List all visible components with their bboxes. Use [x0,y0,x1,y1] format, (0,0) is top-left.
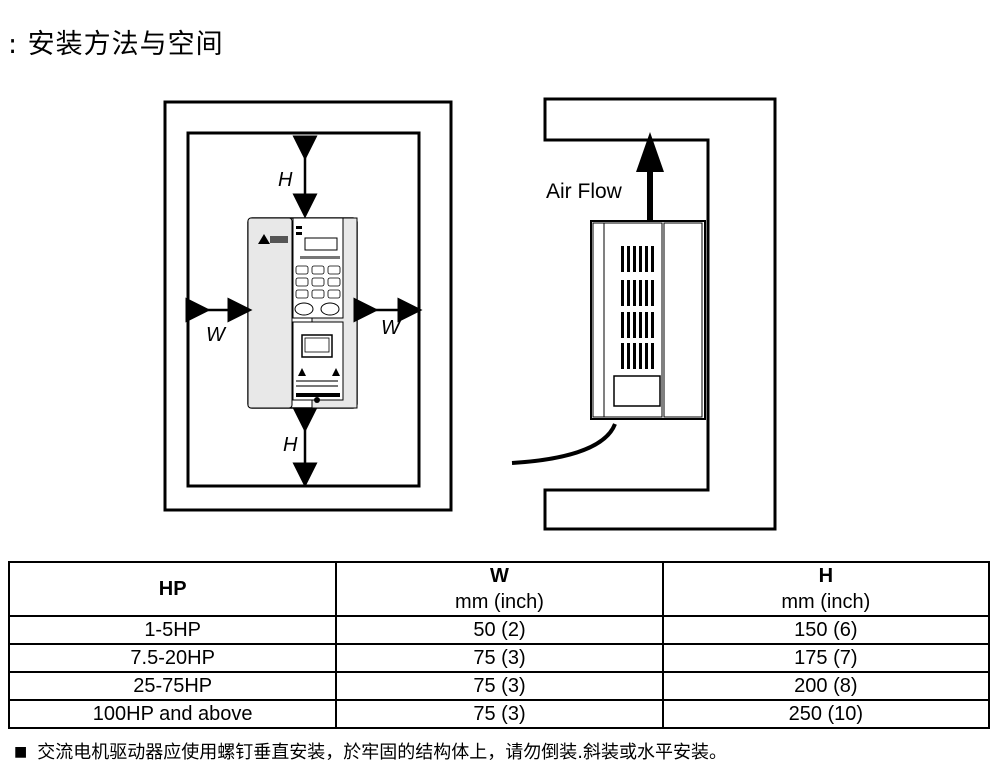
drive-side-view [590,220,706,420]
label-h-top: H [278,169,293,191]
keypad-buttons [295,265,341,299]
brand-logo-icon [258,234,270,244]
installation-note: ■ 交流电机驱动器应使用螺钉垂直安装，於牢固的结构体上，请勿倒装.斜装或水平安装。 [14,738,727,764]
label-w-right: W [381,317,402,339]
header-h: H mm (inch) [661,561,991,617]
cabinet-outer-frame [163,100,453,512]
header-w: W mm (inch) [335,561,664,617]
bullet-icon: ■ [14,744,28,760]
cell-h: 200 (8) [661,671,991,701]
header-hp: HP [7,561,338,617]
label-w-left: W [206,324,227,346]
cabinet-wall [543,97,777,531]
cell-hp: 100HP and above [7,699,338,729]
clearance-spec-table: HP W mm (inch) H mm (inch) 1-5HP 50 (2) … [7,561,991,729]
table-row: 1-5HP 50 (2) 150 (6) [7,615,991,645]
airflow-arrow-head [636,132,664,172]
installation-diagram: H H W W Air Flow [163,97,777,531]
cell-h: 250 (10) [661,699,991,729]
cell-hp: 1-5HP [7,615,338,645]
power-cable [511,423,617,465]
cell-w: 75 (3) [335,671,664,701]
cell-w: 75 (3) [335,643,664,673]
side-airflow-diagram: Air Flow [511,97,777,531]
cell-w: 75 (3) [335,699,664,729]
cell-h: 175 (7) [661,643,991,673]
cell-hp: 25-75HP [7,671,338,701]
table-header-row: HP W mm (inch) H mm (inch) [7,561,991,617]
drive-front-view [247,217,358,409]
table-row: 25-75HP 75 (3) 200 (8) [7,671,991,701]
heatsink-vents [621,246,654,369]
cell-w: 50 (2) [335,615,664,645]
label-h-bottom: H [283,434,298,456]
keypad-display [304,237,338,251]
note-text: 交流电机驱动器应使用螺钉垂直安装，於牢固的结构体上，请勿倒装.斜装或水平安装。 [37,742,727,763]
table-row: 7.5-20HP 75 (3) 175 (7) [7,643,991,673]
page-title: : 安装方法与空间 [8,29,224,60]
cell-hp: 7.5-20HP [7,643,338,673]
cell-h: 150 (6) [661,615,991,645]
airflow-label: Air Flow [546,180,623,203]
table-row: 100HP and above 75 (3) 250 (10) [7,699,991,729]
warning-triangle-icon [298,368,306,376]
front-clearance-diagram: H H W W [163,100,453,512]
